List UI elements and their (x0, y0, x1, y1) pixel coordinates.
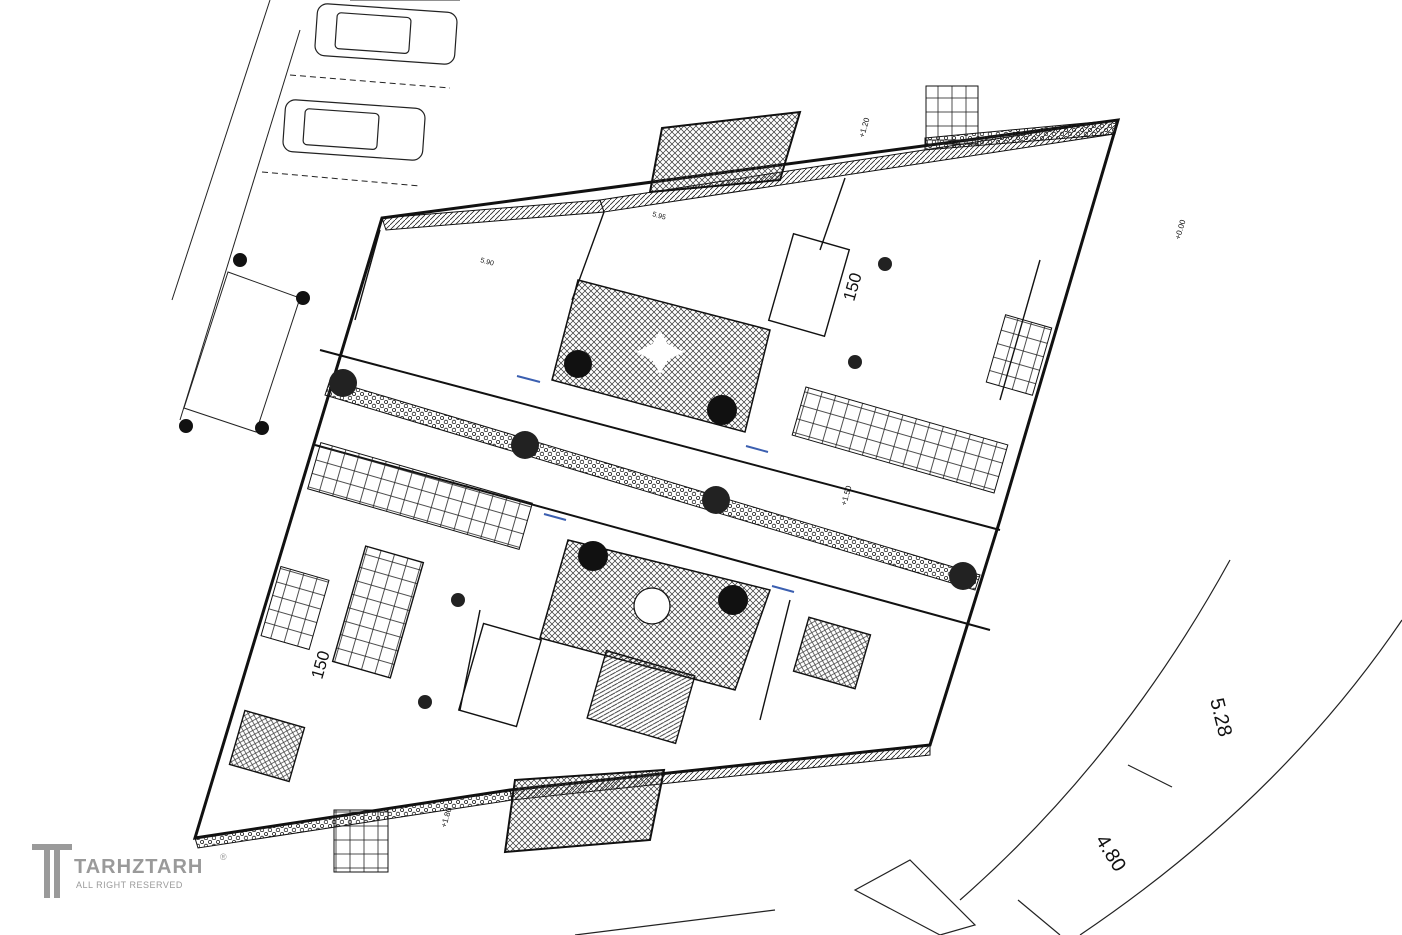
dimension-label: 5.28 (1205, 696, 1236, 739)
watermark-logo: TARHZTARH ® ALL RIGHT RESERVED (30, 842, 240, 906)
car-top (282, 99, 426, 161)
dimension-label: 5.95 (651, 211, 666, 222)
registered-mark: ® (220, 852, 227, 862)
svg-text:+1.20: +1.20 (857, 116, 871, 138)
svg-text:5.90: 5.90 (479, 257, 494, 268)
watermark-brand: TARHZTARH (74, 856, 204, 878)
lower-terrace (539, 539, 771, 691)
level-marker: +0.00 (1173, 218, 1187, 240)
column-logo-icon (32, 844, 72, 898)
road-edge (574, 559, 1402, 935)
planter-hatched (503, 110, 1119, 854)
upper-terrace (551, 279, 771, 433)
parking-area (171, 0, 460, 421)
car-top (314, 3, 458, 65)
watermark-tagline: ALL RIGHT RESERVED (76, 880, 183, 890)
interior-walls (228, 177, 1041, 783)
svg-text:+0.00: +0.00 (1173, 218, 1187, 240)
dimension-label: 4.80 (1091, 831, 1130, 876)
level-marker: +1.20 (857, 116, 871, 138)
svg-text:5.95: 5.95 (651, 211, 666, 222)
shrubs (329, 257, 977, 709)
dimension-label: 5.90 (479, 257, 494, 268)
svg-text:4.80: 4.80 (1091, 831, 1130, 876)
planter-box (179, 253, 310, 435)
window-markers (516, 375, 795, 593)
staircase (260, 85, 1053, 873)
svg-text:5.28: 5.28 (1205, 696, 1236, 739)
